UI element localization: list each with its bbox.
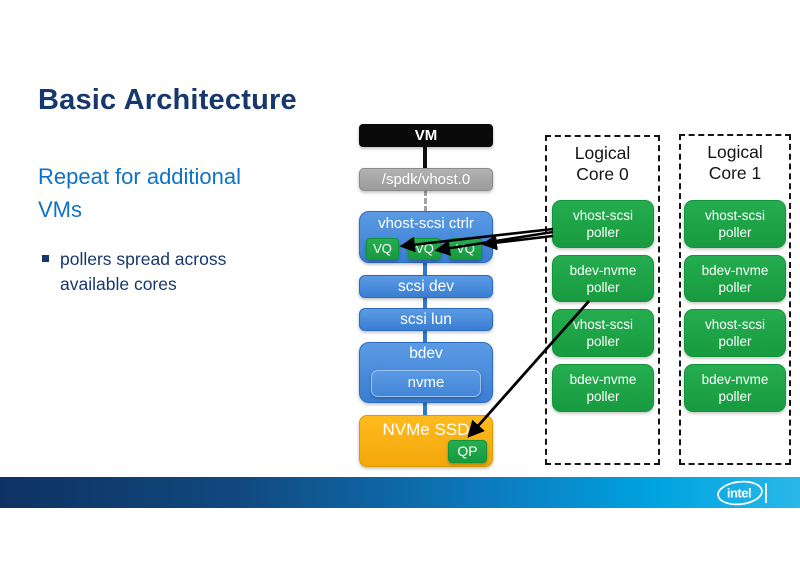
poller-core1-3: vhost-scsi poller [684,309,786,357]
poller-core0-1: vhost-scsi poller [552,200,654,248]
node-vq-3: VQ [449,238,482,260]
slide-subtitle: Repeat for additional VMs [38,160,241,226]
connector-socket-ctrlr [424,190,427,212]
core-1-title: Logical Core 1 [681,142,789,184]
bullet-text: pollers spread across available cores [60,247,300,297]
poller-core0-3: vhost-scsi poller [552,309,654,357]
poller-core0-2: bdev-nvme poller [552,255,654,302]
bullet-line-2: available cores [60,274,177,294]
connector-ctrlr-scsidev [423,262,427,277]
subtitle-line-2: VMs [38,197,82,222]
core-1-title-line-1: Logical [707,142,763,162]
intel-logo: intel [717,480,763,506]
connector-bdev-ssd [423,402,427,416]
poller-core0-4: bdev-nvme poller [552,364,654,412]
footer-bar [0,477,800,508]
core-0-title-line-1: Logical [574,143,631,163]
poller-core1-1: vhost-scsi poller [684,200,786,248]
core-0-title: Logical Core 0 [547,143,658,185]
core-1-title-line-2: Core 1 [708,163,762,183]
connector-vm-socket [423,146,427,170]
poller-core1-4: bdev-nvme poller [684,364,786,412]
node-vq-2: VQ [408,238,441,260]
subtitle-line-1: Repeat for additional [38,164,242,189]
connector-scsilun-bdev [423,330,427,343]
ctrlr-label: vhost-scsi ctrlr [378,215,474,232]
bdev-label: bdev [409,345,443,362]
connector-scsidev-scsilun [423,297,427,309]
poller-core1-2: bdev-nvme poller [684,255,786,302]
intel-logo-text: intel [727,486,751,501]
arrow-poller-to-vq3 [481,234,554,251]
footer-separator [765,483,767,503]
bullet-line-1: pollers spread across [60,249,227,269]
ssd-label: NVMe SSD [382,420,470,439]
node-scsi-lun: scsi lun [359,308,493,331]
node-qp: QP [448,440,487,463]
core-0-title-line-2: Core 0 [576,164,629,184]
node-vm: VM [359,124,493,147]
bullet-marker-icon [42,255,49,262]
node-scsi-dev: scsi dev [359,275,493,298]
node-nvme: nvme [371,370,481,397]
node-vq-1: VQ [366,238,399,260]
node-vhost-socket: /spdk/vhost.0 [359,168,493,191]
page-title: Basic Architecture [38,84,297,116]
